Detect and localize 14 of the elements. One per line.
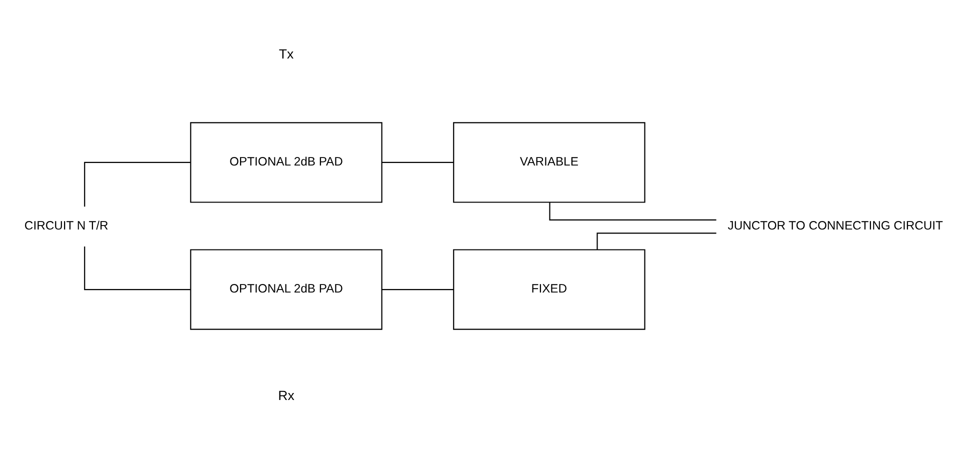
node-box: OPTIONAL 2dB PAD	[190, 249, 382, 330]
connector	[381, 288, 454, 290]
node-box: OPTIONAL 2dB PAD	[190, 122, 382, 203]
label: Tx	[278, 46, 294, 62]
label: Rx	[278, 388, 294, 404]
connector	[548, 202, 716, 220]
connector	[84, 246, 190, 290]
node-box: FIXED	[452, 249, 645, 330]
connector	[596, 232, 716, 250]
connector	[381, 162, 454, 164]
node-box: VARIABLE	[452, 122, 645, 203]
node-text: JUNCTOR TO CONNECTING CIRCUIT	[727, 218, 942, 233]
node-text: CIRCUIT N T/R	[24, 218, 108, 233]
connector	[84, 162, 190, 207]
